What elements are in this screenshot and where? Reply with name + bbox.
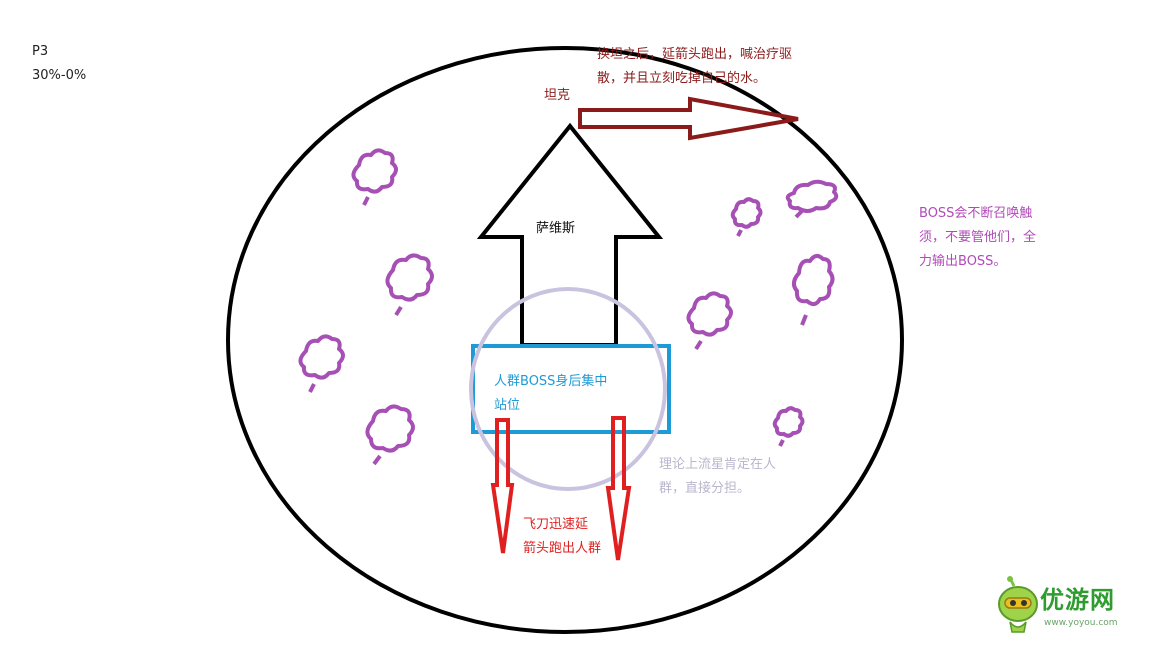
tentacle: [351, 148, 398, 206]
mascot-icon: [998, 576, 1038, 633]
boss-direction-arrow: [476, 122, 664, 347]
adds-note: BOSS会不断召唤触 须，不要管他们，全 力输出BOSS。: [919, 206, 1037, 269]
phase-range: 30%-0%: [32, 68, 87, 83]
boss-label: 萨维斯: [536, 221, 576, 236]
tentacle: [792, 254, 835, 326]
tentacle: [772, 406, 805, 447]
tentacle: [298, 334, 345, 393]
tank-escape-arrow: [578, 96, 799, 141]
tentacle-group: [298, 148, 839, 466]
tentacle: [686, 291, 733, 351]
tentacle: [385, 253, 434, 317]
watermark-name: 优游网: [1040, 586, 1115, 614]
phase-title: P3: [32, 44, 49, 59]
watermark-url: www.yoyou.com: [1044, 618, 1118, 628]
tentacle: [730, 197, 763, 237]
tentacle: [785, 179, 839, 219]
phase-label: P3 30%-0%: [32, 40, 86, 88]
tank-label: 坦克: [544, 88, 571, 103]
tentacle: [365, 404, 415, 466]
knife-note: 飞刀迅速延 箭头跑出人群: [523, 517, 602, 556]
raid-stack-label: 人群BOSS身后集中 站位: [494, 374, 608, 413]
knife-arrow-right: [605, 416, 632, 561]
tank-note: 换坦之后，延箭头跑出，喊治疗驱 散，并且立刻吃掉自己的水。: [597, 47, 793, 86]
watermark-logo: 优游网 www.yoyou.com: [996, 576, 1146, 638]
arena-circle: [226, 46, 904, 634]
meteor-note: 理论上流星肯定在人 群，直接分担。: [659, 457, 777, 496]
stack-circle: [469, 287, 667, 491]
knife-arrow-left: [490, 418, 515, 554]
